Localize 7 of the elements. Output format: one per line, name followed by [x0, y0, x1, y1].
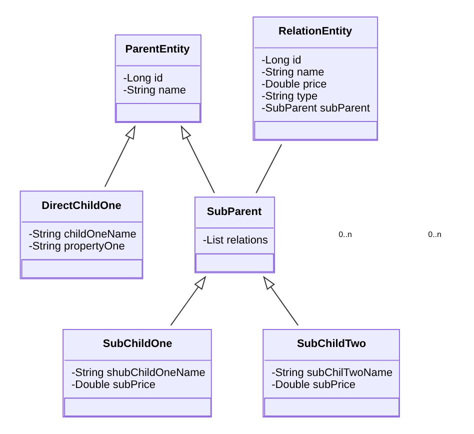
label: 0..n [428, 230, 442, 239]
arrow [180, 125, 215, 194]
arrow [262, 276, 299, 326]
arrow [170, 276, 206, 326]
arrow [104, 125, 136, 188]
connector [256, 144, 282, 194]
label: 0..n [338, 230, 352, 239]
